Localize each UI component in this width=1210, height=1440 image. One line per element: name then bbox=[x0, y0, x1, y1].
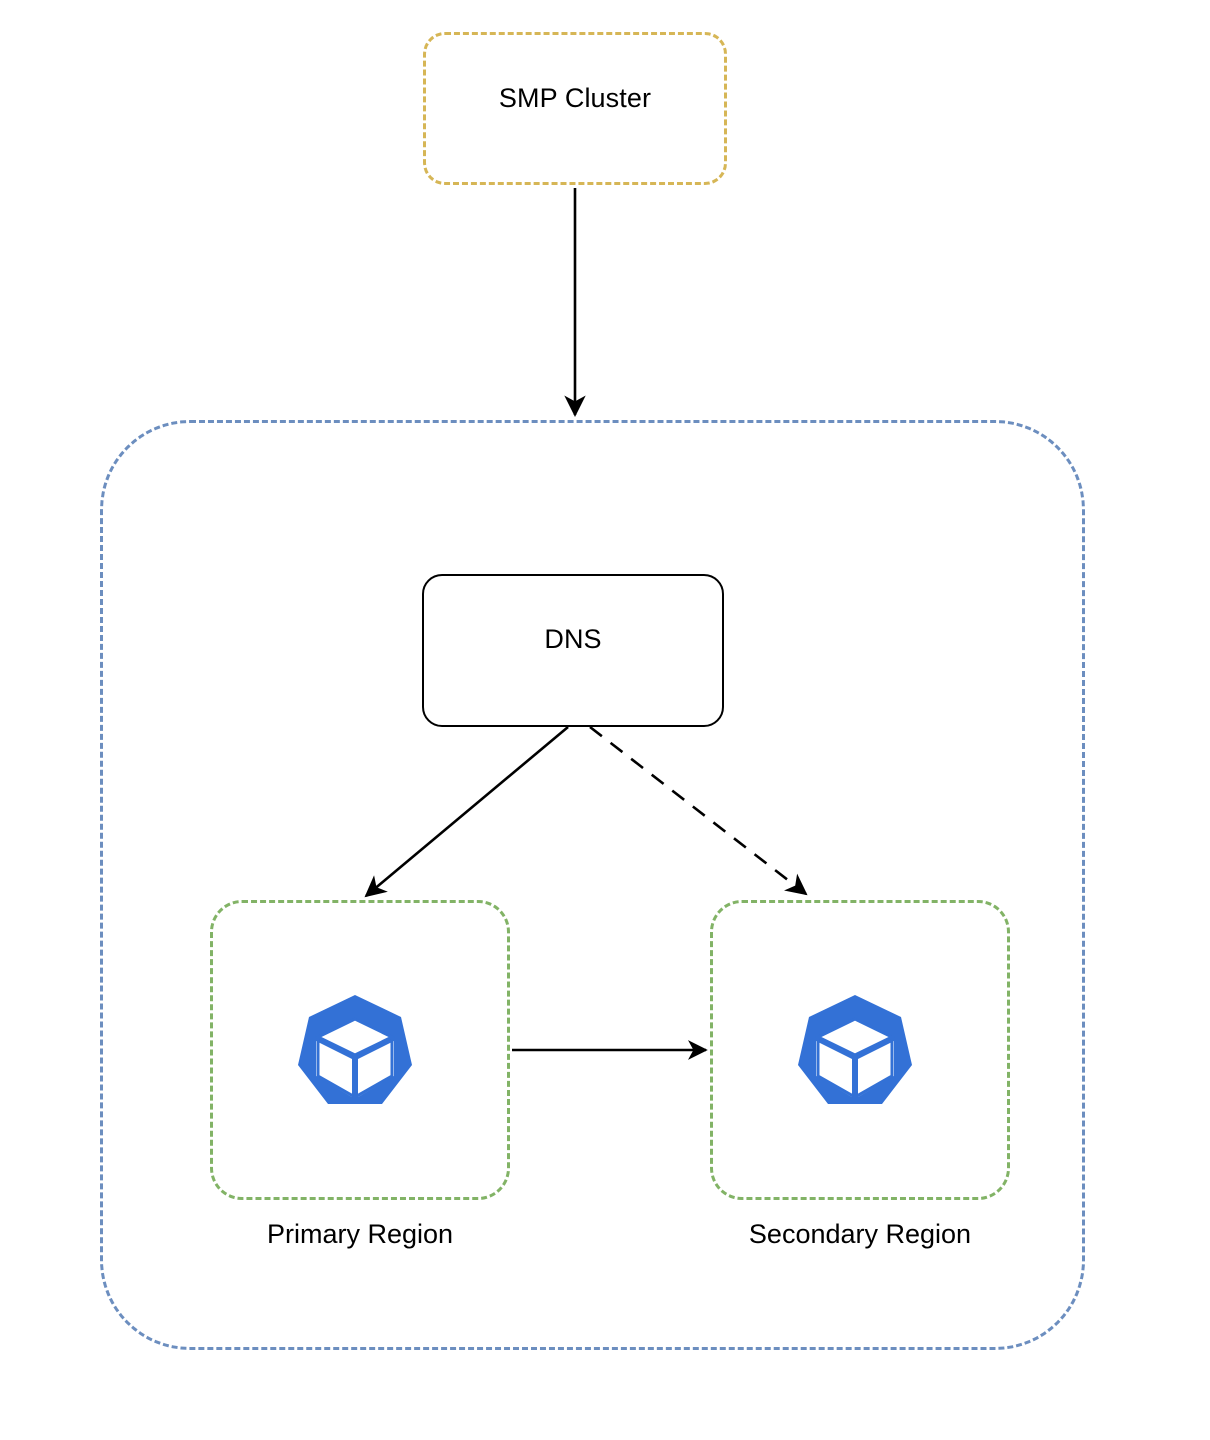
dns-node[interactable]: DNS bbox=[422, 574, 724, 727]
kubernetes-icon bbox=[796, 993, 914, 1107]
primary-region-label: Primary Region bbox=[266, 1219, 454, 1249]
smp-cluster-group[interactable]: SMP Cluster bbox=[423, 32, 727, 185]
dns-label: DNS bbox=[544, 624, 602, 654]
secondary-region-group[interactable] bbox=[710, 900, 1010, 1200]
primary-region-group[interactable] bbox=[210, 900, 510, 1200]
smp-cluster-label: SMP Cluster bbox=[498, 83, 652, 113]
secondary-region-label: Secondary Region bbox=[748, 1219, 972, 1249]
kubernetes-icon bbox=[296, 993, 414, 1107]
platform-container-group[interactable] bbox=[100, 420, 1085, 1350]
